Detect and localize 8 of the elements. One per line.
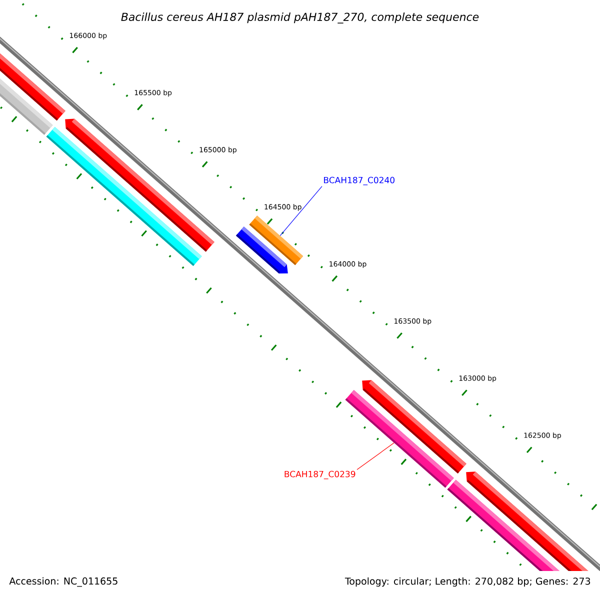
footer-text: Topology: circular; Length: 270,082 bp; Genes: 273 [344, 577, 590, 587]
leader-line [280, 186, 322, 236]
gene-bar [249, 216, 304, 266]
gene-label: BCAH187_C0239 [284, 470, 356, 480]
footer-text: Accession: NC_011655 [9, 577, 118, 587]
title: Bacillus cereus AH187 plasmid pAH187_270, complete sequence [121, 12, 479, 24]
gene-label: BCAH187_C0240 [324, 176, 394, 186]
leader-line [356, 442, 394, 470]
